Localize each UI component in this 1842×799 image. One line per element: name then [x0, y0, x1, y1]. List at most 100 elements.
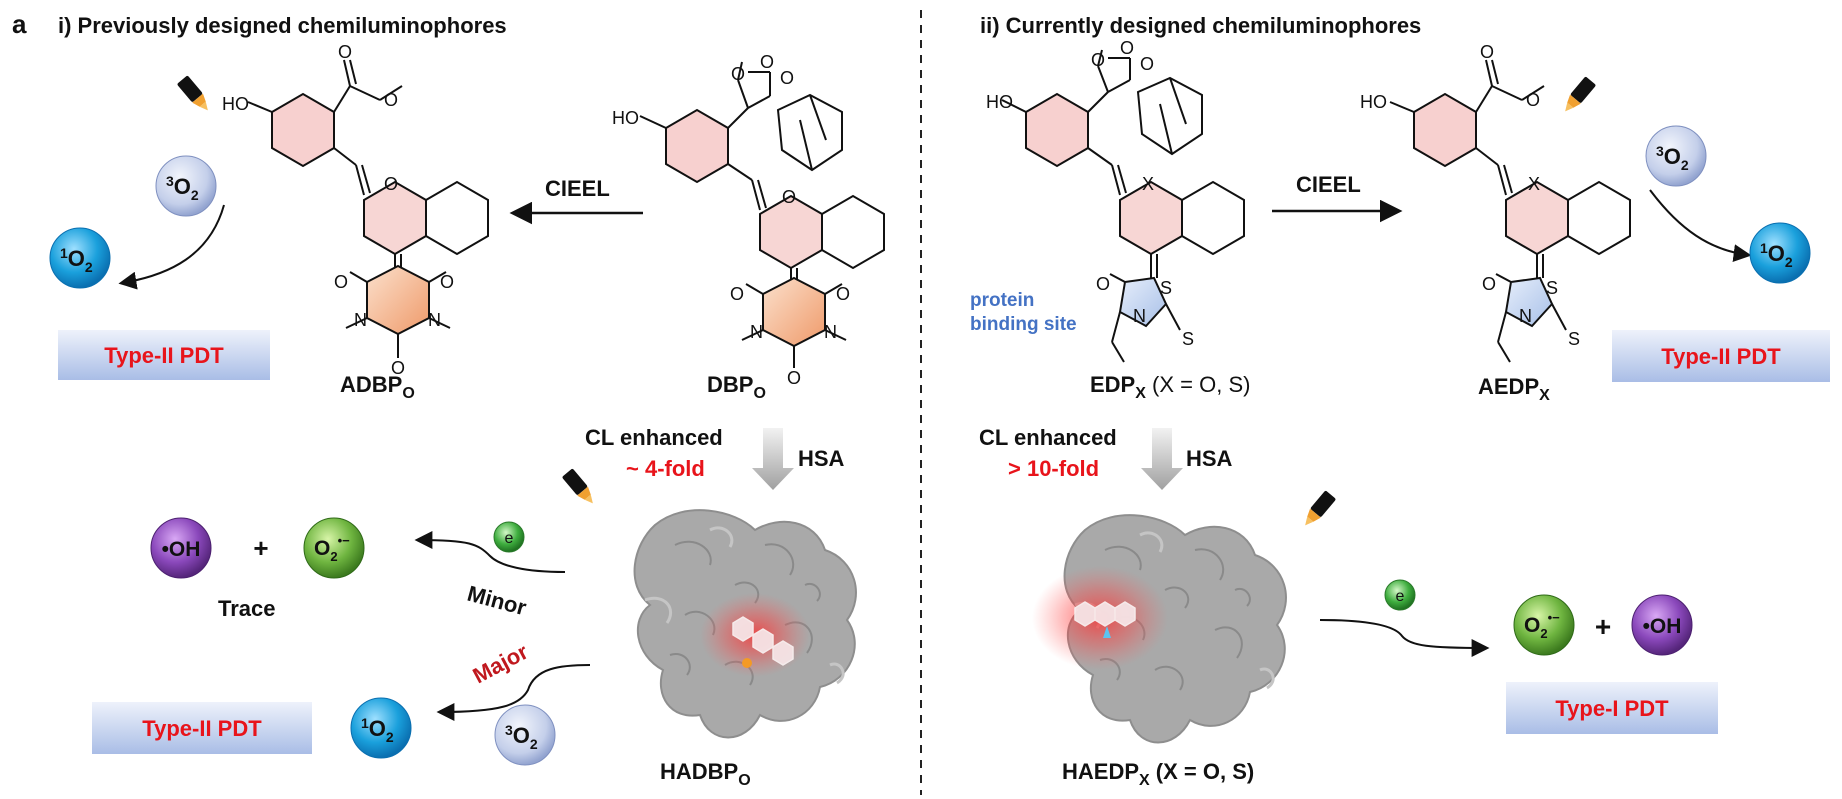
dbpo-dioxetane-o2: O — [780, 68, 794, 88]
superoxide-left: O2•− — [303, 517, 365, 579]
hsa-protein-right — [1032, 513, 1288, 744]
edpx-s-thione: S — [1182, 329, 1194, 349]
protein-binding-site-line1: protein — [970, 290, 1034, 311]
svg-text:O2•−: O2•− — [314, 533, 350, 564]
adbpo-o-bottom: O — [391, 358, 405, 378]
adbpo-label: ADBPO — [340, 372, 415, 402]
dbpo-n-left: N — [750, 322, 763, 342]
svg-text:e: e — [505, 530, 514, 547]
left-panel-title: i) Previously designed chemiluminophores — [58, 13, 507, 38]
aedpx-x-atom: X — [1528, 174, 1540, 194]
light-source-icon — [176, 75, 214, 115]
right-panel-title: ii) Currently designed chemiluminophores — [980, 13, 1421, 38]
svg-text:Type-II PDT: Type-II PDT — [1661, 344, 1781, 369]
superoxide-right: O2•− — [1513, 594, 1575, 656]
arrow-minor-path — [414, 531, 566, 573]
light-source-icon-4 — [1299, 490, 1337, 530]
adbpo-carbonyl-o: O — [338, 42, 352, 62]
hsa-arrow-right — [1141, 428, 1183, 490]
aedpx-s-thione: S — [1568, 329, 1580, 349]
adbpo-pyran-o: O — [384, 174, 398, 194]
edpx-s-ring: S — [1160, 278, 1172, 298]
dbpo-structure — [639, 61, 885, 368]
edpx-label: EDPX (X = O, S) — [1090, 372, 1250, 402]
adbpo-structure — [247, 59, 489, 358]
triplet-oxygen-bottom-left: 3O2 — [494, 704, 556, 766]
haedpx-label: HAEDPX (X = O, S) — [1062, 759, 1254, 789]
svg-text:1O2: 1O2 — [60, 245, 93, 275]
singlet-oxygen-top-right: 1O2 — [1749, 222, 1811, 284]
svg-text:•OH: •OH — [1643, 615, 1682, 638]
aedpx-ester-o: O — [1526, 90, 1540, 110]
arrow-type1-path — [1319, 619, 1490, 657]
dbpo-dioxetane-o1: O — [760, 52, 774, 72]
protein-binding-site-line2: binding site — [970, 314, 1077, 335]
trace-label: Trace — [218, 596, 276, 621]
dbpo-o-right: O — [836, 284, 850, 304]
aedpx-structure — [1389, 59, 1631, 363]
arrow-triplet-to-singlet-left — [118, 204, 225, 290]
svg-text:Type-II PDT: Type-II PDT — [104, 343, 224, 368]
pdt-box-bottom-right: Type-I PDT — [1506, 682, 1718, 734]
hydroxyl-radical-right: •OH — [1631, 594, 1693, 656]
panel-letter: a — [12, 9, 27, 39]
arrow-major-path — [436, 664, 591, 721]
singlet-oxygen-bottom-left: 1O2 — [350, 697, 412, 759]
aedpx-n-atom: N — [1519, 306, 1532, 326]
dbpo-ho-label: HO — [612, 108, 639, 128]
arrow-triplet-to-singlet-right — [1649, 189, 1752, 263]
svg-text:1O2: 1O2 — [1760, 240, 1793, 270]
edpx-x-atom: X — [1142, 174, 1154, 194]
dbpo-o-left: O — [730, 284, 744, 304]
adbpo-o-left: O — [334, 272, 348, 292]
hsa-arrow-left — [752, 428, 794, 490]
triplet-oxygen-top-left: 3O2 — [155, 155, 217, 217]
major-label: Major — [469, 639, 533, 689]
fold-label-left: ~ 4-fold — [626, 456, 705, 481]
singlet-oxygen-top-left: 1O2 — [49, 227, 111, 289]
fold-label-right: > 10-fold — [1008, 456, 1099, 481]
triplet-oxygen-top-right: 3O2 — [1645, 125, 1707, 187]
adbpo-n-left: N — [354, 310, 367, 330]
hsa-label-left: HSA — [798, 446, 845, 471]
edpx-o-carbonyl: O — [1096, 274, 1110, 294]
svg-text:3O2: 3O2 — [505, 722, 538, 752]
plus-sign-right: + — [1595, 611, 1611, 642]
pdt-box-top-right: Type-II PDT — [1612, 330, 1830, 382]
adbpo-ester-o: O — [384, 90, 398, 110]
aedpx-o-carbonyl: O — [1482, 274, 1496, 294]
dbpo-o-bottom: O — [787, 368, 801, 388]
svg-text:Type-I PDT: Type-I PDT — [1555, 696, 1669, 721]
svg-text:•OH: •OH — [162, 538, 201, 561]
hsa-protein-left — [633, 508, 858, 739]
dbpo-methoxy-o: O — [731, 64, 745, 84]
minor-label: Minor — [465, 581, 530, 621]
svg-text:3O2: 3O2 — [166, 173, 199, 203]
edpx-dioxetane-o2: O — [1140, 54, 1154, 74]
electron-badge-right: e — [1384, 579, 1416, 611]
electron-badge-left: e — [493, 521, 525, 553]
aedpx-carbonyl-o: O — [1480, 42, 1494, 62]
adbpo-ho-label: HO — [222, 94, 249, 114]
plus-sign-left: + — [253, 533, 268, 563]
cieel-label-right: CIEEL — [1296, 172, 1361, 197]
cieel-label-left: CIEEL — [545, 176, 610, 201]
hadbpo-label: HADBPO — [660, 759, 751, 789]
hydroxyl-radical-left: •OH — [150, 517, 212, 579]
edpx-n-atom: N — [1133, 306, 1146, 326]
edpx-dioxetane-o1: O — [1120, 38, 1134, 58]
light-source-icon-3 — [1559, 76, 1597, 116]
adbpo-o-right: O — [440, 272, 454, 292]
light-source-icon-2 — [561, 468, 599, 508]
edpx-structure — [1001, 49, 1245, 363]
adbpo-n-right: N — [428, 310, 441, 330]
svg-text:e: e — [1396, 588, 1405, 605]
hsa-label-right: HSA — [1186, 446, 1233, 471]
svg-text:3O2: 3O2 — [1656, 143, 1689, 173]
svg-text:1O2: 1O2 — [361, 715, 394, 745]
cl-enhanced-label-left: CL enhanced — [585, 425, 723, 450]
aedpx-s-ring: S — [1546, 278, 1558, 298]
edpx-methoxy-o: O — [1091, 50, 1105, 70]
dbpo-pyran-o: O — [782, 187, 796, 207]
